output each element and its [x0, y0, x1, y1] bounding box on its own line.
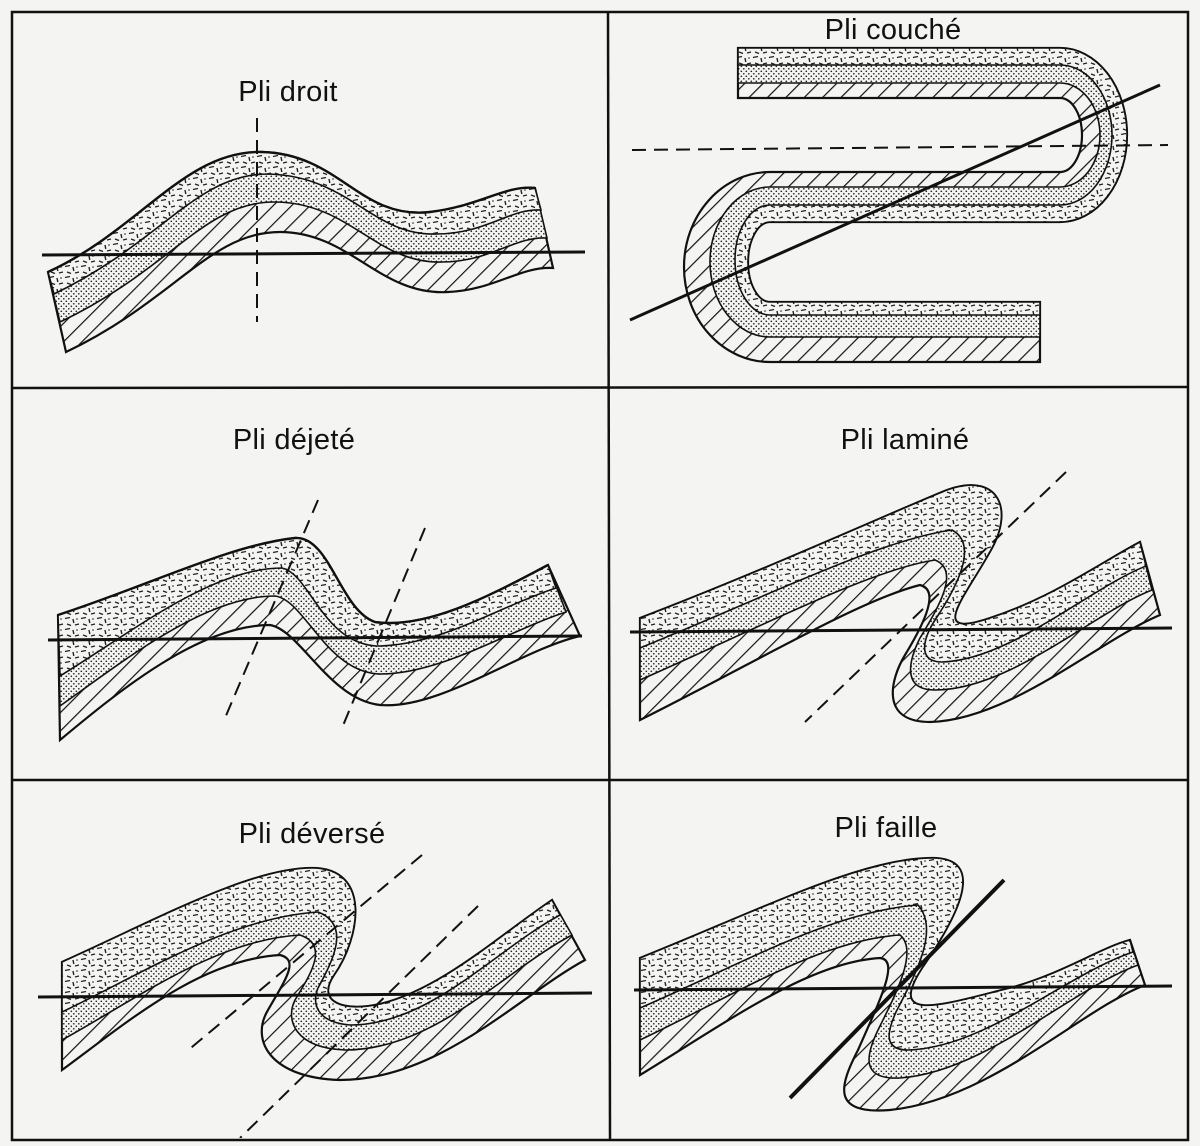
fold-upright-diagram — [42, 118, 585, 352]
panel-title-droit: Pli droit — [238, 76, 337, 109]
panel-title-dejete: Pli déjeté — [233, 424, 355, 457]
panel-title-deverse: Pli déversé — [239, 818, 386, 851]
fold-recumbent-diagram — [630, 48, 1168, 362]
fold-asymmetric-diagram — [48, 500, 582, 740]
fold-fault-diagram — [634, 858, 1172, 1111]
panel-title-faille: Pli faille — [835, 812, 938, 845]
panel-title-lamine: Pli laminé — [841, 424, 970, 457]
fold-overturned-diagram — [38, 855, 592, 1138]
fold-laminated-diagram — [630, 472, 1172, 722]
panel-title-couche: Pli couché — [825, 14, 962, 47]
